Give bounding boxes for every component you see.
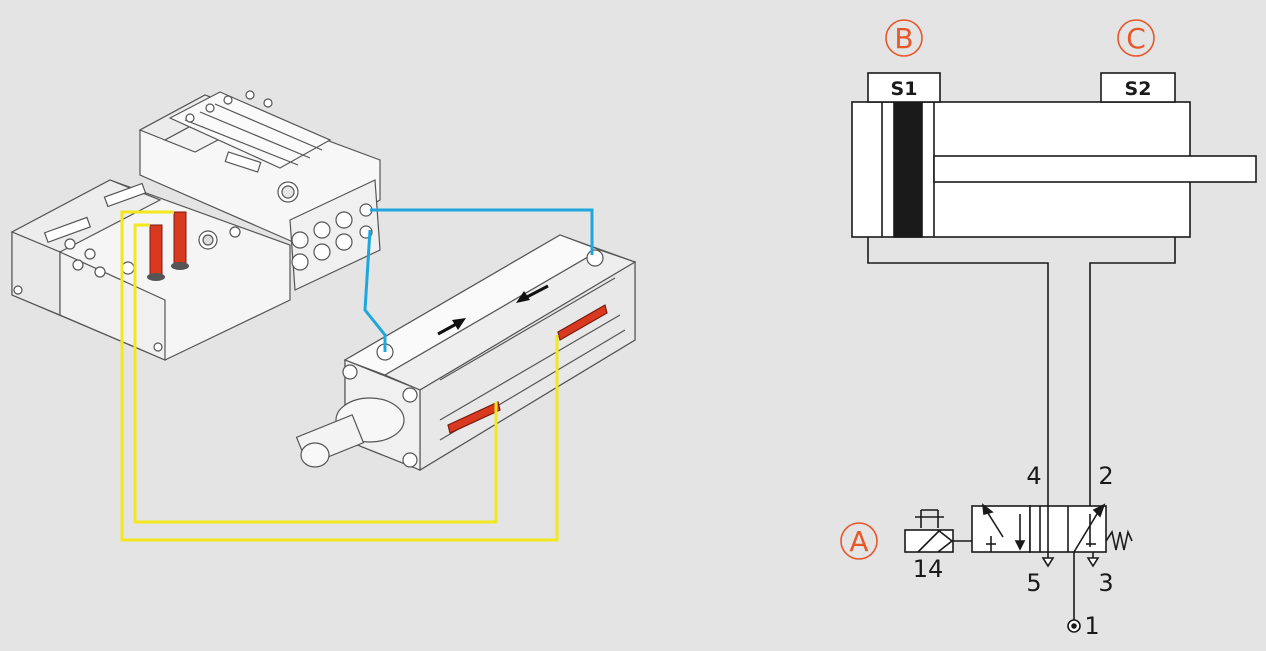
retract-arrow-icon — [516, 284, 549, 303]
cylinder-symbol — [851, 101, 1257, 238]
line-port-4 — [867, 237, 1049, 506]
sensor-s1-box — [867, 72, 941, 103]
callout-a-label: A — [849, 525, 868, 558]
extend-arrow-icon — [437, 318, 466, 336]
schematic-panel — [840, 19, 1257, 633]
sensor-plug — [149, 224, 163, 276]
piston-rod — [933, 155, 1257, 183]
sensor-s2-label: S2 — [1125, 78, 1152, 100]
valve-symbol — [904, 503, 1133, 633]
callout-b-label: B — [894, 22, 913, 55]
sensor-strip — [557, 304, 608, 341]
callout-a-circle — [840, 522, 878, 560]
tube-to-cap-end — [363, 229, 387, 352]
wire-sensor-2 — [120, 210, 559, 542]
sensor-s2-box — [1100, 72, 1176, 103]
valve-terminal — [10, 90, 381, 361]
pneumatic-tubes — [363, 208, 594, 352]
sensor-plug — [173, 211, 187, 265]
sensor-s1-label: S1 — [891, 78, 918, 100]
line-port-2 — [1089, 237, 1176, 506]
port-1-label: 1 — [1084, 612, 1099, 640]
piston — [893, 101, 923, 238]
port-2-label: 2 — [1098, 462, 1113, 490]
wire-sensor-1 — [133, 223, 498, 524]
sensor-strip — [447, 401, 501, 434]
sensor-plugs — [147, 211, 189, 281]
illustration-panel — [10, 90, 637, 542]
callout-c-circle — [1117, 19, 1155, 57]
port-14-label: 14 — [913, 555, 944, 583]
spring-icon — [1105, 529, 1133, 551]
callout-b-circle — [885, 19, 923, 57]
exhaust-5-icon — [1041, 557, 1055, 568]
callout-c-label: C — [1126, 22, 1146, 55]
port-3-label: 3 — [1098, 569, 1113, 597]
sensor-wires — [120, 210, 559, 542]
port-5-label: 5 — [1026, 569, 1041, 597]
tube-to-rod-end — [370, 208, 594, 255]
pneumatic-cylinder — [295, 234, 637, 472]
port-4-label: 4 — [1026, 462, 1041, 490]
exhaust-3-icon — [1086, 557, 1100, 568]
